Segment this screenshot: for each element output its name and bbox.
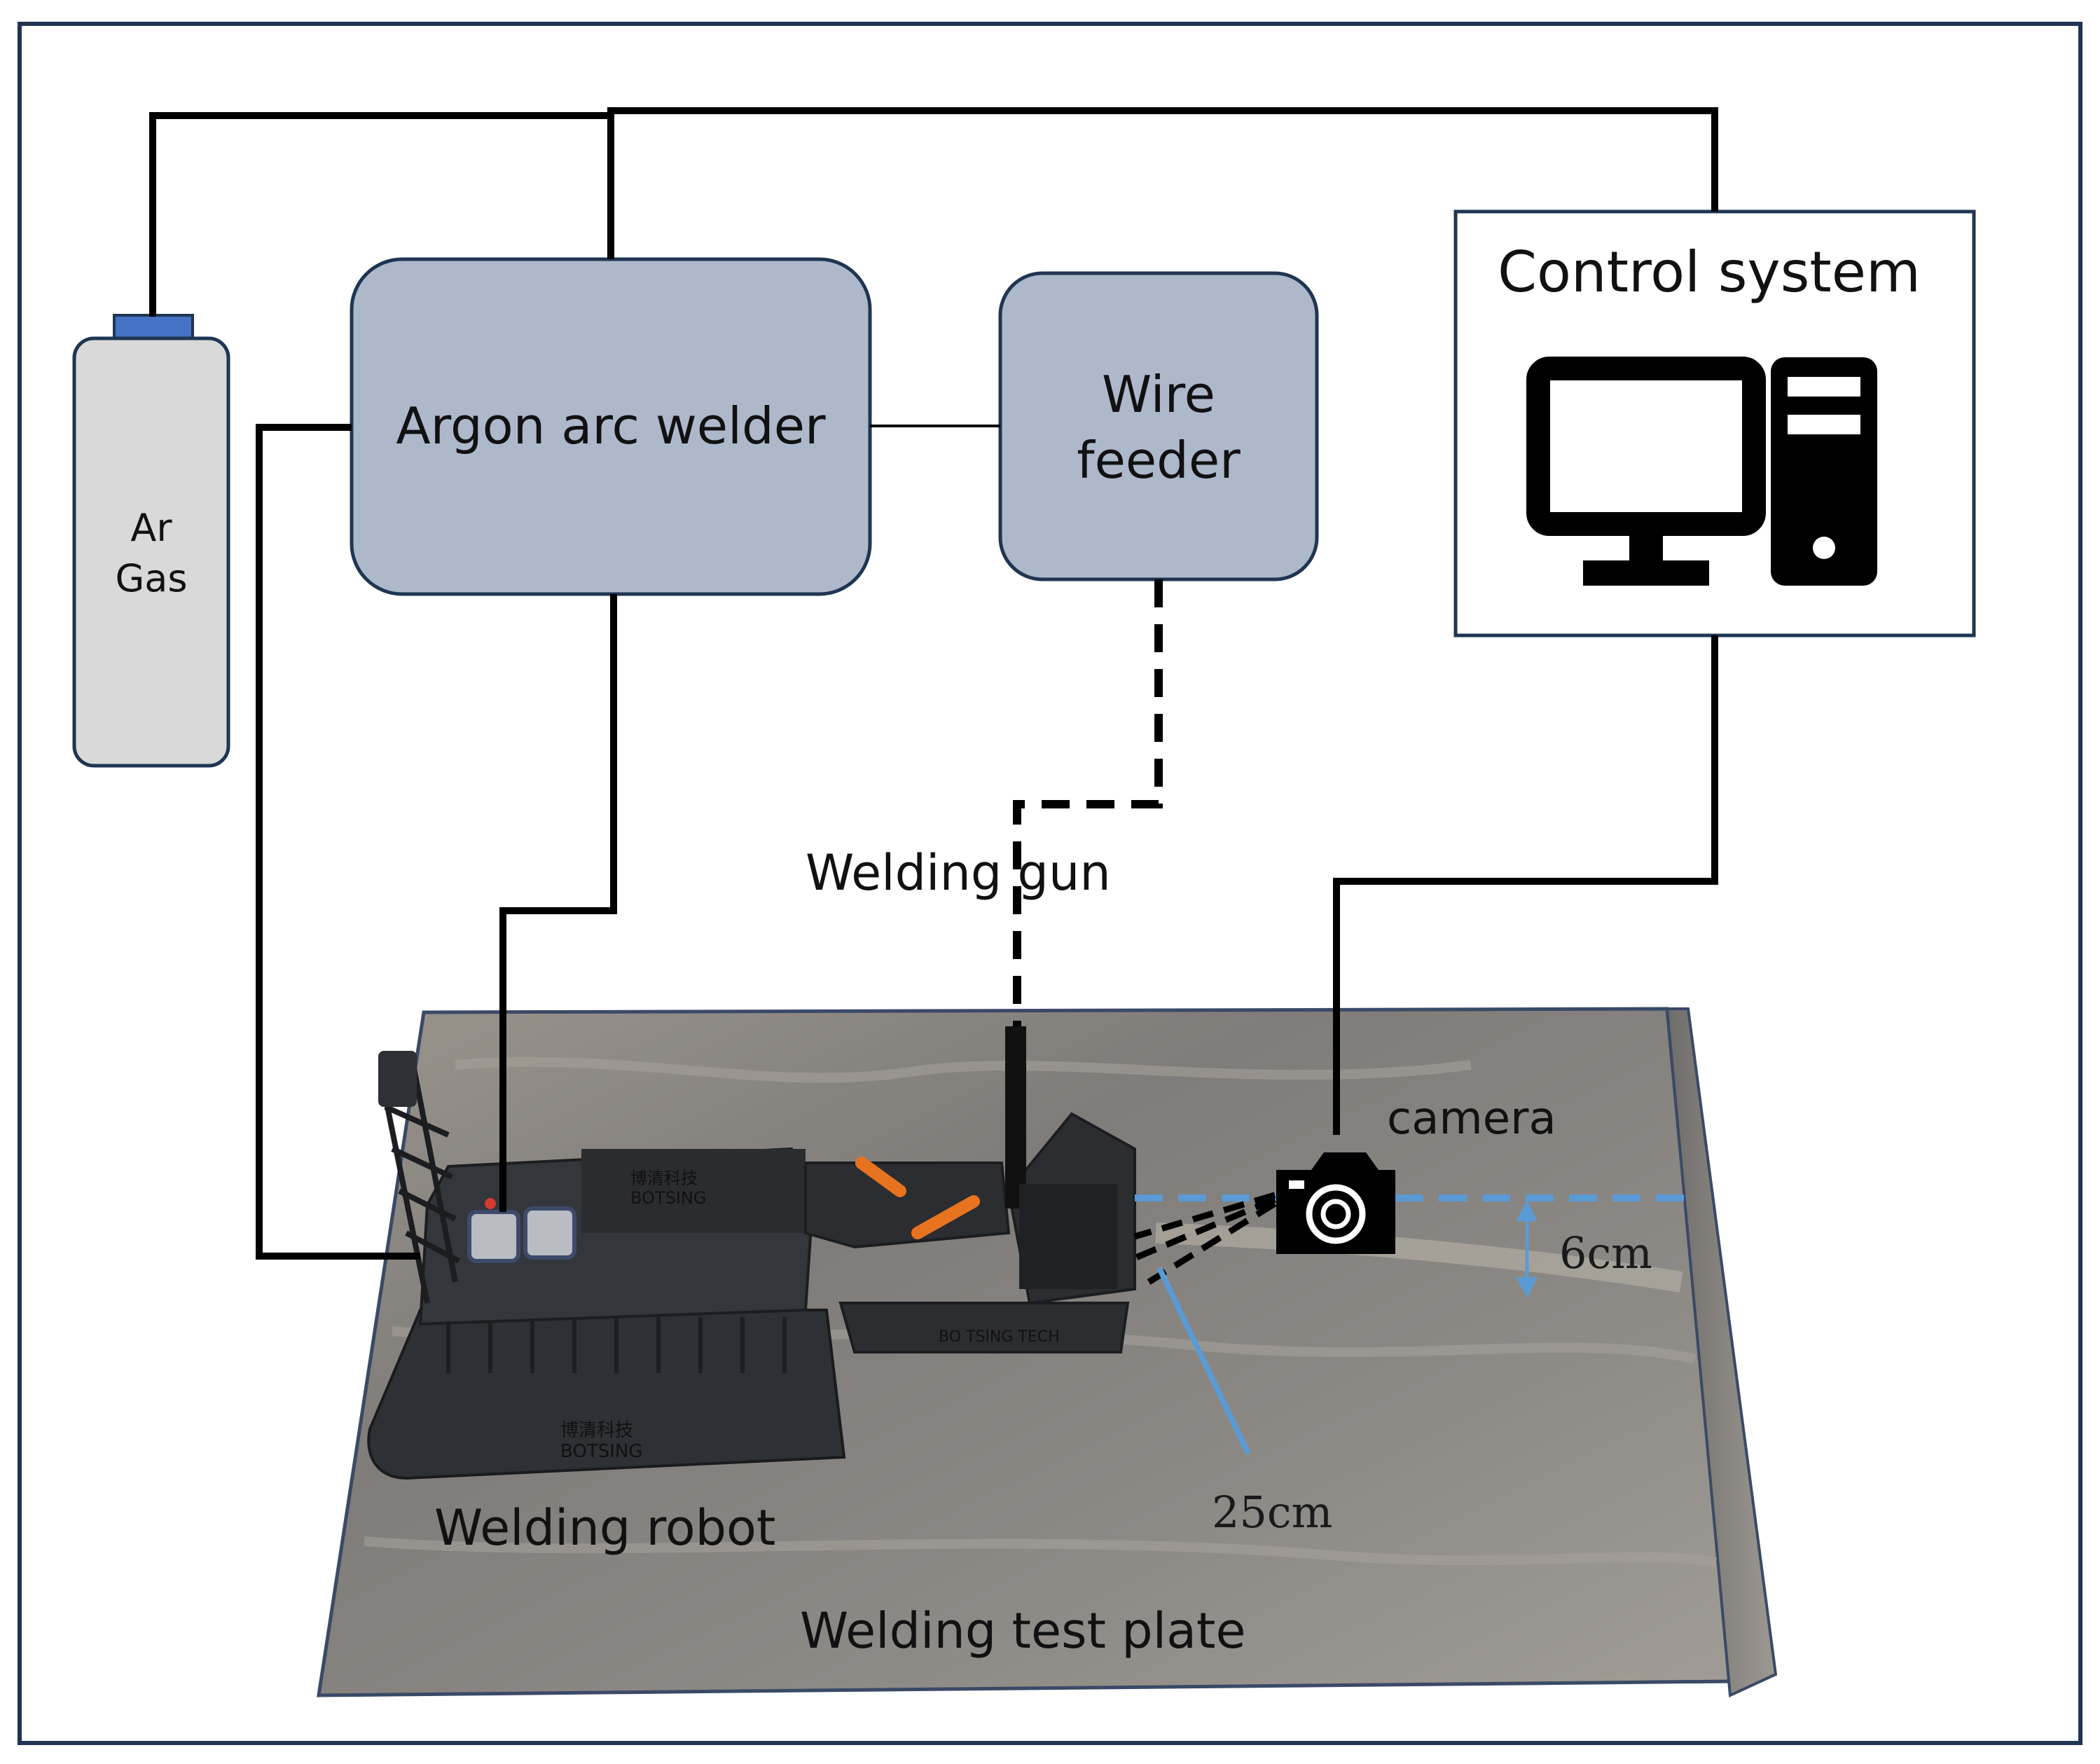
robot-connector-1 <box>467 1210 520 1263</box>
camera-label: camera <box>1387 1093 1556 1145</box>
robot-track-brand-cn: 博清科技 <box>560 1420 633 1441</box>
camera-lens-outer <box>1306 1184 1366 1244</box>
welding-test-plate-label: Welding test plate <box>800 1602 1246 1660</box>
robot-body-brand: BOTSING <box>630 1188 706 1208</box>
wire-feeder: Wire feeder <box>998 271 1319 581</box>
track-ribs <box>446 1317 787 1373</box>
robot-orange-handle-2 <box>911 1195 980 1239</box>
distance-leader-line <box>1156 1267 1251 1455</box>
wire-gas-to-welder <box>149 112 614 317</box>
control-system-label: Control system <box>1498 240 1921 305</box>
robot-mast-head <box>378 1051 417 1107</box>
wire-welder-to-control <box>607 107 1718 212</box>
monitor-base <box>1583 560 1709 586</box>
robot-torch-clamp <box>1019 1184 1117 1289</box>
gas-cylinder-label-line2: Gas <box>115 556 187 600</box>
welding-robot-label: Welding robot <box>434 1499 775 1557</box>
pc-tower-slot-1 <box>1788 377 1860 397</box>
pc-tower-icon <box>1771 357 1877 586</box>
camera-view-dashes <box>1126 1192 1277 1285</box>
gas-cylinder-body <box>72 336 230 768</box>
gas-cylinder: Ar Gas <box>72 314 230 768</box>
welding-gun-label: Welding gun <box>806 844 1111 902</box>
camera-icon <box>1276 1152 1395 1254</box>
monitor-neck <box>1629 532 1663 564</box>
gas-cylinder-cap <box>113 314 194 341</box>
wire-feeder-box <box>998 271 1319 581</box>
argon-arc-welder: Argon arc welder <box>350 257 872 596</box>
plate-weld-seam <box>1155 1222 1683 1293</box>
camera-lens-inner <box>1320 1199 1351 1229</box>
welding-robot: 博清科技 BOTSING 博清科技 BOTSING BO TSING TECH <box>367 1026 1136 1480</box>
plate-edge <box>1665 1007 1778 1698</box>
desktop-computer-icon <box>1526 357 1877 586</box>
distance-measure-label: 25cm <box>1212 1487 1332 1538</box>
pc-tower-slot-2 <box>1788 415 1860 434</box>
robot-track-brand: BOTSING <box>560 1441 643 1462</box>
wire-feeder-label-line2: feeder <box>1077 431 1241 490</box>
robot-connector-2 <box>523 1206 576 1260</box>
wire-control-to-camera <box>1333 635 1718 1135</box>
monitor-icon <box>1526 357 1766 536</box>
height-measure-label: 6cm <box>1559 1227 1652 1279</box>
robot-side-text: BO TSING TECH <box>939 1328 1060 1346</box>
camera-flash <box>1289 1180 1304 1189</box>
robot-body-brand-cn: 博清科技 <box>630 1169 698 1188</box>
pc-tower-power <box>1813 537 1835 559</box>
connection-wires <box>149 107 1718 1260</box>
gas-cylinder-label-line1: Ar <box>130 506 172 550</box>
robot-track <box>367 1309 846 1480</box>
robot-top-cover <box>581 1149 806 1233</box>
wire-feeder-to-gun <box>1013 579 1163 1026</box>
control-system: Control system <box>1453 209 1976 638</box>
wire-welder-to-robot-left <box>256 424 420 1260</box>
welding-gun-body <box>1005 1026 1026 1208</box>
welder-label: Argon arc welder <box>396 397 826 455</box>
robot-red-light <box>485 1198 496 1209</box>
robot-carriage <box>804 1162 1011 1249</box>
robot-mast <box>379 1064 460 1304</box>
robot-orange-handle-1 <box>855 1157 906 1197</box>
wire-welder-to-robot-bottom <box>499 594 617 1212</box>
wire-feeder-label-line1: Wire <box>1102 365 1215 424</box>
